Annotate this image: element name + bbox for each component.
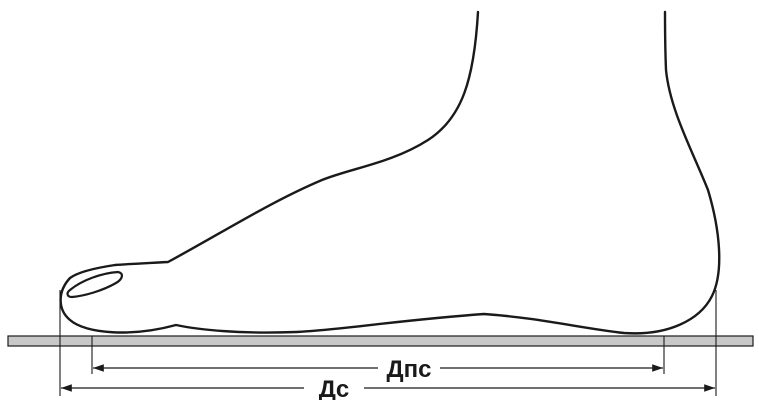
dimension-inner-length: Дпс bbox=[93, 356, 663, 383]
label-inner-length: Дпс bbox=[387, 356, 432, 383]
foot-outline bbox=[59, 10, 721, 335]
toenail bbox=[66, 270, 123, 299]
floor-plate bbox=[7, 335, 754, 347]
dimension-total-length: Дс bbox=[61, 376, 715, 400]
label-total-length: Дс bbox=[319, 376, 349, 400]
